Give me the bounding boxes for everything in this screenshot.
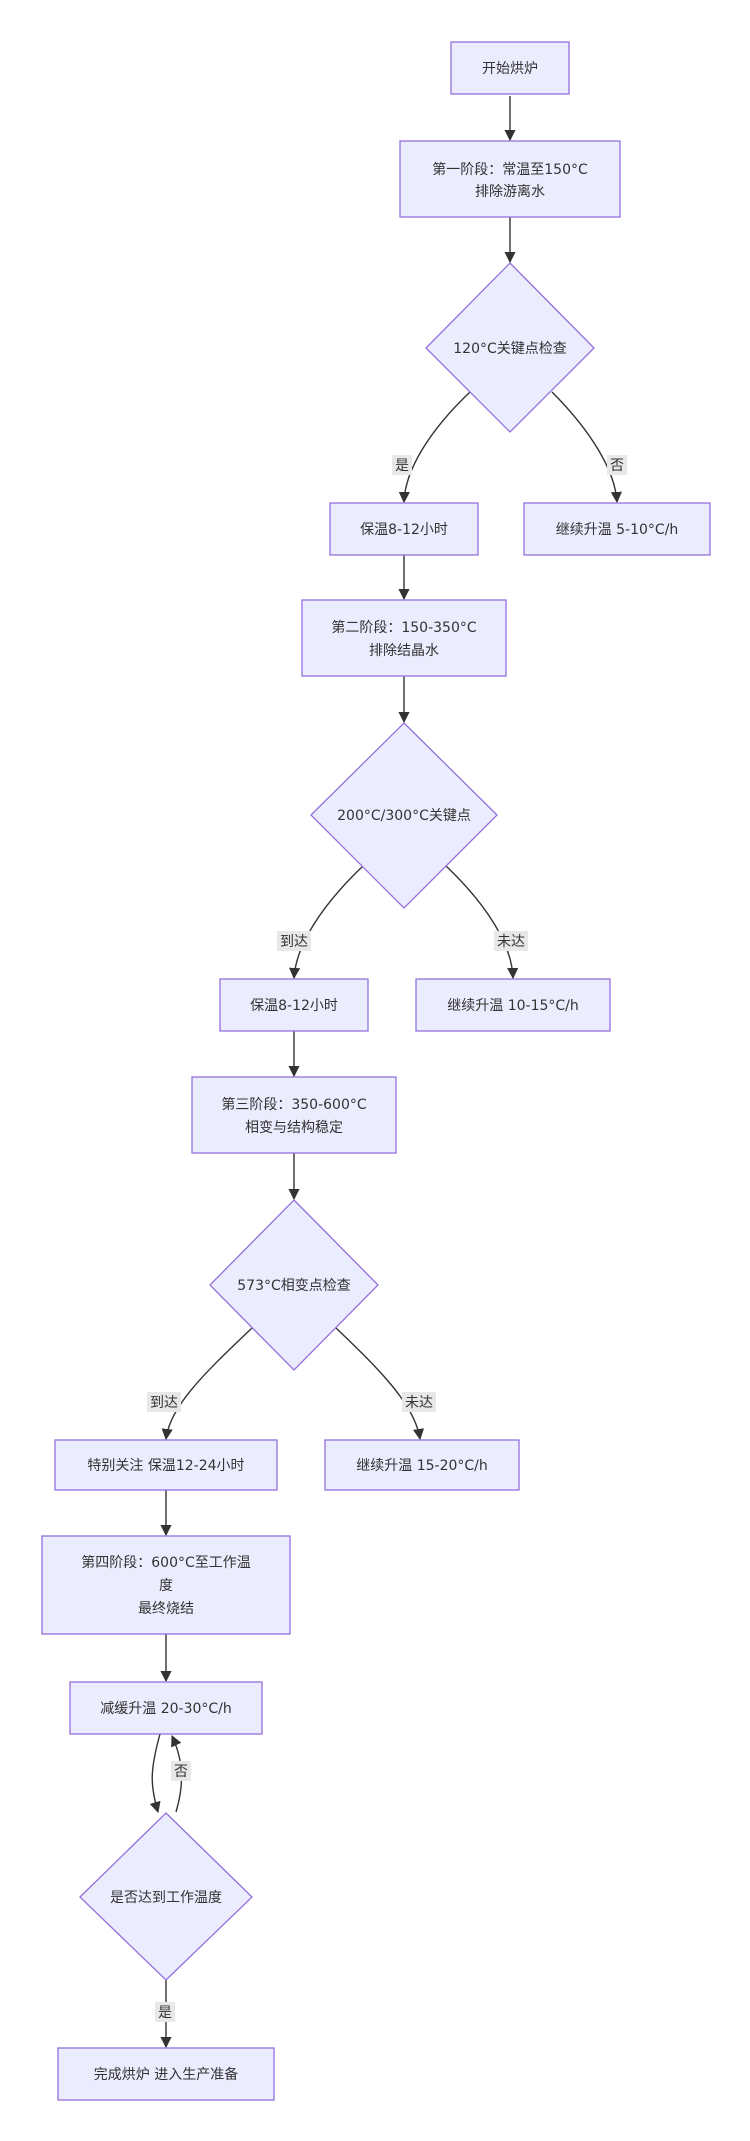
svg-text:特别关注 保温12-24小时: 特别关注 保温12-24小时 [87,1458,244,1474]
node-slow: 减缓升温 20-30°C/h [69,1681,263,1735]
node-stage1: 第一阶段：常温至150°C 排除游离水 [399,140,621,218]
svg-text:继续升温 5-10°C/h: 继续升温 5-10°C/h [556,521,679,538]
edge-check1-hold1 [398,391,471,504]
edge-label-check1-yes: 是 [392,455,412,475]
svg-text:开始烘炉: 开始烘炉 [482,61,538,77]
edge-slow-check4 [149,1733,161,1814]
svg-text:保温8-12小时: 保温8-12小时 [250,998,338,1014]
edge-label-check3-yes: 到达 [147,1392,181,1412]
svg-text:120°C关键点检查: 120°C关键点检查 [453,341,567,357]
node-continue2: 继续升温 10-15°C/h [415,978,611,1032]
edge-label-check4-yes: 是 [155,2002,175,2022]
svg-text:继续升温 10-15°C/h: 继续升温 10-15°C/h [447,997,579,1014]
svg-text:到达: 到达 [150,1395,178,1411]
svg-text:减缓升温 20-30°C/h: 减缓升温 20-30°C/h [100,1701,232,1717]
svg-text:573°C相变点检查: 573°C相变点检查 [237,1278,351,1294]
edge-check1-continue1 [551,391,622,504]
svg-text:是: 是 [158,2005,172,2021]
node-stage3: 第三阶段：350-600°C 相变与结构稳定 [191,1076,397,1154]
svg-text:第一阶段：常温至150°C: 第一阶段：常温至150°C [432,161,588,178]
svg-text:200°C/300°C关键点: 200°C/300°C关键点 [337,808,471,824]
edge-label-check4-no: 否 [171,1761,191,1781]
node-check1: 120°C关键点检查 [425,262,595,433]
svg-text:第二阶段：150-350°C: 第二阶段：150-350°C [331,619,476,636]
node-stage2: 第二阶段：150-350°C 排除结晶水 [301,599,507,677]
svg-text:保温8-12小时: 保温8-12小时 [360,522,448,538]
svg-text:第三阶段：350-600°C: 第三阶段：350-600°C [221,1096,366,1113]
svg-text:度: 度 [159,1578,173,1594]
node-check4: 是否达到工作温度 [79,1812,253,1981]
svg-text:是: 是 [395,458,409,474]
node-continue1: 继续升温 5-10°C/h [523,502,711,556]
node-check2: 200°C/300°C关键点 [310,722,498,909]
svg-text:排除游离水: 排除游离水 [475,183,545,200]
node-start: 开始烘炉 [450,41,570,95]
svg-text:完成烘炉 进入生产准备: 完成烘炉 进入生产准备 [94,2066,238,2083]
node-stage4: 第四阶段：600°C至工作温 度 最终烧结 [41,1535,291,1635]
svg-text:继续升温 15-20°C/h: 继续升温 15-20°C/h [356,1457,488,1474]
edge-check3-hold3 [161,1327,253,1441]
edge-check2-continue2 [445,865,519,980]
svg-text:未达: 未达 [405,1395,433,1411]
edge-label-check1-no: 否 [607,455,627,475]
edge-label-check2-no: 未达 [494,931,528,951]
svg-text:未达: 未达 [497,934,525,950]
svg-text:是否达到工作温度: 是否达到工作温度 [110,1890,222,1906]
svg-text:最终烧结: 最终烧结 [138,1601,194,1617]
svg-text:到达: 到达 [280,934,308,950]
edge-label-check3-no: 未达 [402,1392,436,1412]
svg-text:否: 否 [174,1764,188,1780]
svg-text:否: 否 [610,458,624,474]
svg-text:第四阶段：600°C至工作温: 第四阶段：600°C至工作温 [81,1554,251,1571]
node-done: 完成烘炉 进入生产准备 [57,2047,275,2101]
node-hold1: 保温8-12小时 [329,502,479,556]
svg-text:排除结晶水: 排除结晶水 [369,643,439,659]
edge-check3-continue3 [335,1327,425,1441]
node-continue3: 继续升温 15-20°C/h [324,1439,520,1491]
node-hold2: 保温8-12小时 [219,978,369,1032]
edge-check2-hold2 [289,865,364,980]
node-check3: 573°C相变点检查 [209,1199,379,1371]
edge-label-check2-yes: 到达 [277,931,311,951]
svg-text:相变与结构稳定: 相变与结构稳定 [245,1120,343,1136]
node-hold3: 特别关注 保温12-24小时 [54,1439,278,1491]
